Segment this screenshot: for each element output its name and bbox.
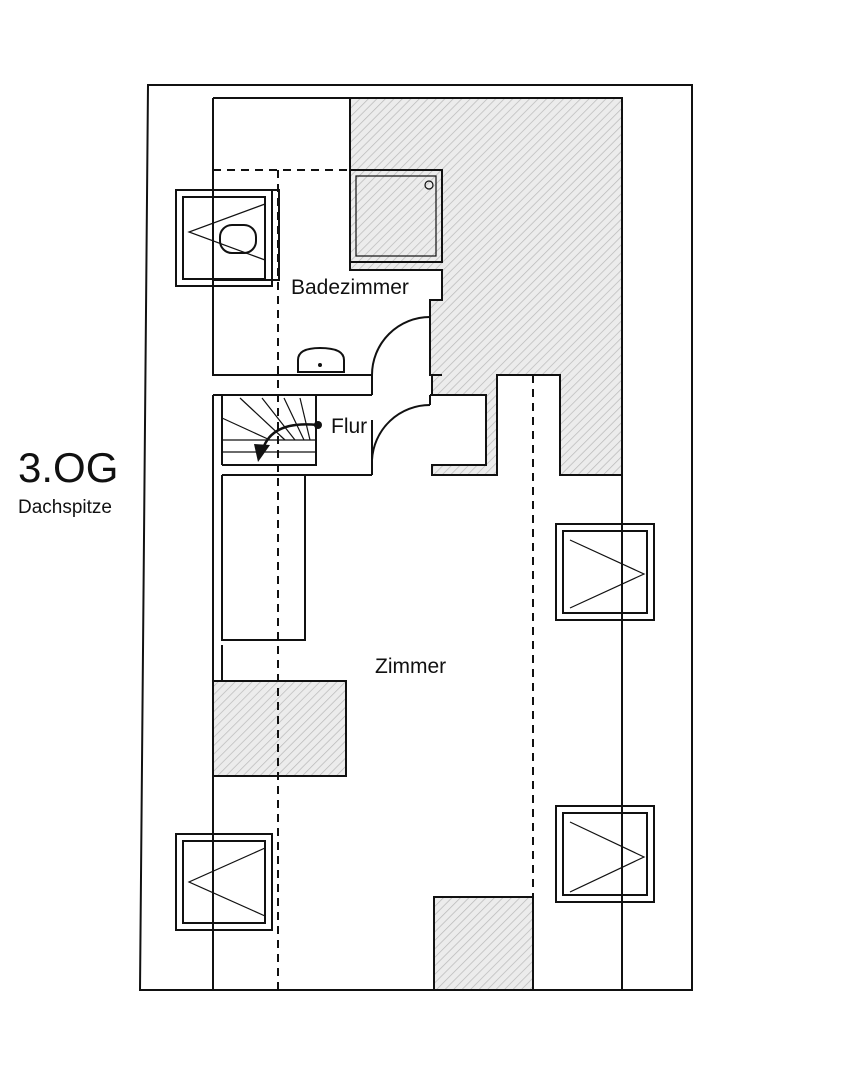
door-swing-icon bbox=[371, 300, 431, 475]
skylight-window-icon bbox=[175, 189, 273, 287]
skylight-window-icon bbox=[175, 833, 273, 931]
floor-name-label: Dachspitze bbox=[18, 497, 112, 518]
roof-slope-lines bbox=[213, 169, 534, 990]
hatched-area-bottom bbox=[433, 896, 534, 991]
toilet-icon bbox=[212, 189, 280, 281]
chimney-hatch-icon bbox=[212, 680, 347, 777]
room-label-hall: Flur bbox=[331, 415, 367, 438]
staircase-icon bbox=[221, 397, 316, 453]
stair-arrow-icon bbox=[254, 421, 322, 462]
shower-tray-icon bbox=[349, 169, 443, 263]
built-in-cabinet bbox=[221, 475, 306, 681]
skylight-window-icon bbox=[555, 523, 655, 621]
floor-level-label: 3.OG bbox=[18, 444, 118, 491]
skylight-window-icon bbox=[555, 805, 655, 903]
room-label-main: Zimmer bbox=[375, 655, 446, 678]
washbasin-icon bbox=[297, 346, 345, 373]
room-label-bath: Badezimmer bbox=[291, 276, 409, 299]
interior-walls bbox=[212, 97, 623, 990]
roof-outline bbox=[138, 84, 693, 991]
